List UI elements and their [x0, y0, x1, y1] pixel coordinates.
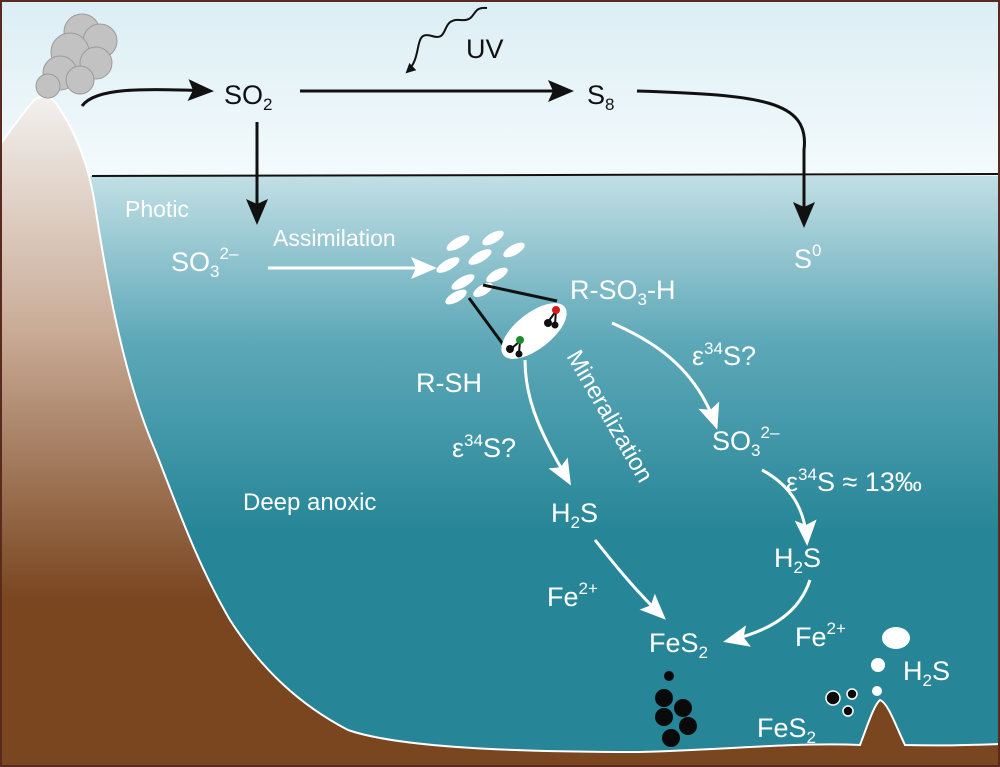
r-sh-label: R-SH [416, 368, 482, 398]
so2-label: SO2 [224, 80, 272, 114]
eps-left-label: ε34S? [452, 431, 516, 463]
water-surface-line [91, 173, 1000, 177]
assimilation-label: Assimilation [273, 225, 396, 251]
fes2-center-label: FeS2 [649, 628, 708, 662]
eps-value-label: ε34S ≈ 13‰ [786, 465, 922, 497]
arrow-h2s-to-fes2-right [723, 579, 812, 647]
fe-right-label: Fe2+ [795, 619, 846, 652]
fe-left-label: Fe2+ [547, 579, 598, 612]
r-so3h-label: R-SO3-H [570, 275, 675, 309]
vent-gas-bubbles [871, 627, 910, 696]
pyrite-particles [655, 671, 697, 747]
uv-label: UV [466, 34, 504, 64]
terrain [0, 95, 1000, 767]
sulfite-mid-label: SO32– [712, 423, 780, 460]
fes2-vent-label: FeS2 [757, 713, 816, 747]
zoom-line-bottom [467, 297, 507, 348]
arrow-sulfite-to-h2s [761, 468, 817, 546]
molecule-sulfonate [544, 306, 560, 329]
arrow-rsh-to-h2s [523, 359, 571, 486]
volcanic-plume [35, 13, 118, 99]
s8-label: S8 [587, 80, 614, 114]
s0-label: S0 [794, 241, 821, 274]
arrow-s8-to-s0 [636, 89, 815, 228]
deep-anoxic-label: Deep anoxic [243, 489, 376, 516]
sulfite-top-label: SO32– [171, 244, 239, 281]
h2s-left-label: H2S [551, 498, 598, 532]
vent-pyrite-particles [825, 688, 858, 717]
arrow-rso3h-to-sulfite [611, 321, 720, 430]
eps-right-label: ε34S? [692, 339, 756, 371]
arrow-h2s-to-fes2-left [593, 539, 666, 620]
arrow-volcano-to-so2 [80, 79, 214, 107]
zoom-line-top [482, 283, 558, 303]
enlarged-cell [501, 303, 567, 359]
molecule-thiol [506, 336, 524, 358]
uv-squiggle [405, 6, 488, 74]
plankton-cells [436, 230, 525, 305]
sky [0, 0, 1000, 176]
photic-label: Photic [125, 196, 189, 222]
h2s-right-label: H2S [774, 543, 821, 577]
h2s-vent-label: H2S [903, 656, 950, 690]
